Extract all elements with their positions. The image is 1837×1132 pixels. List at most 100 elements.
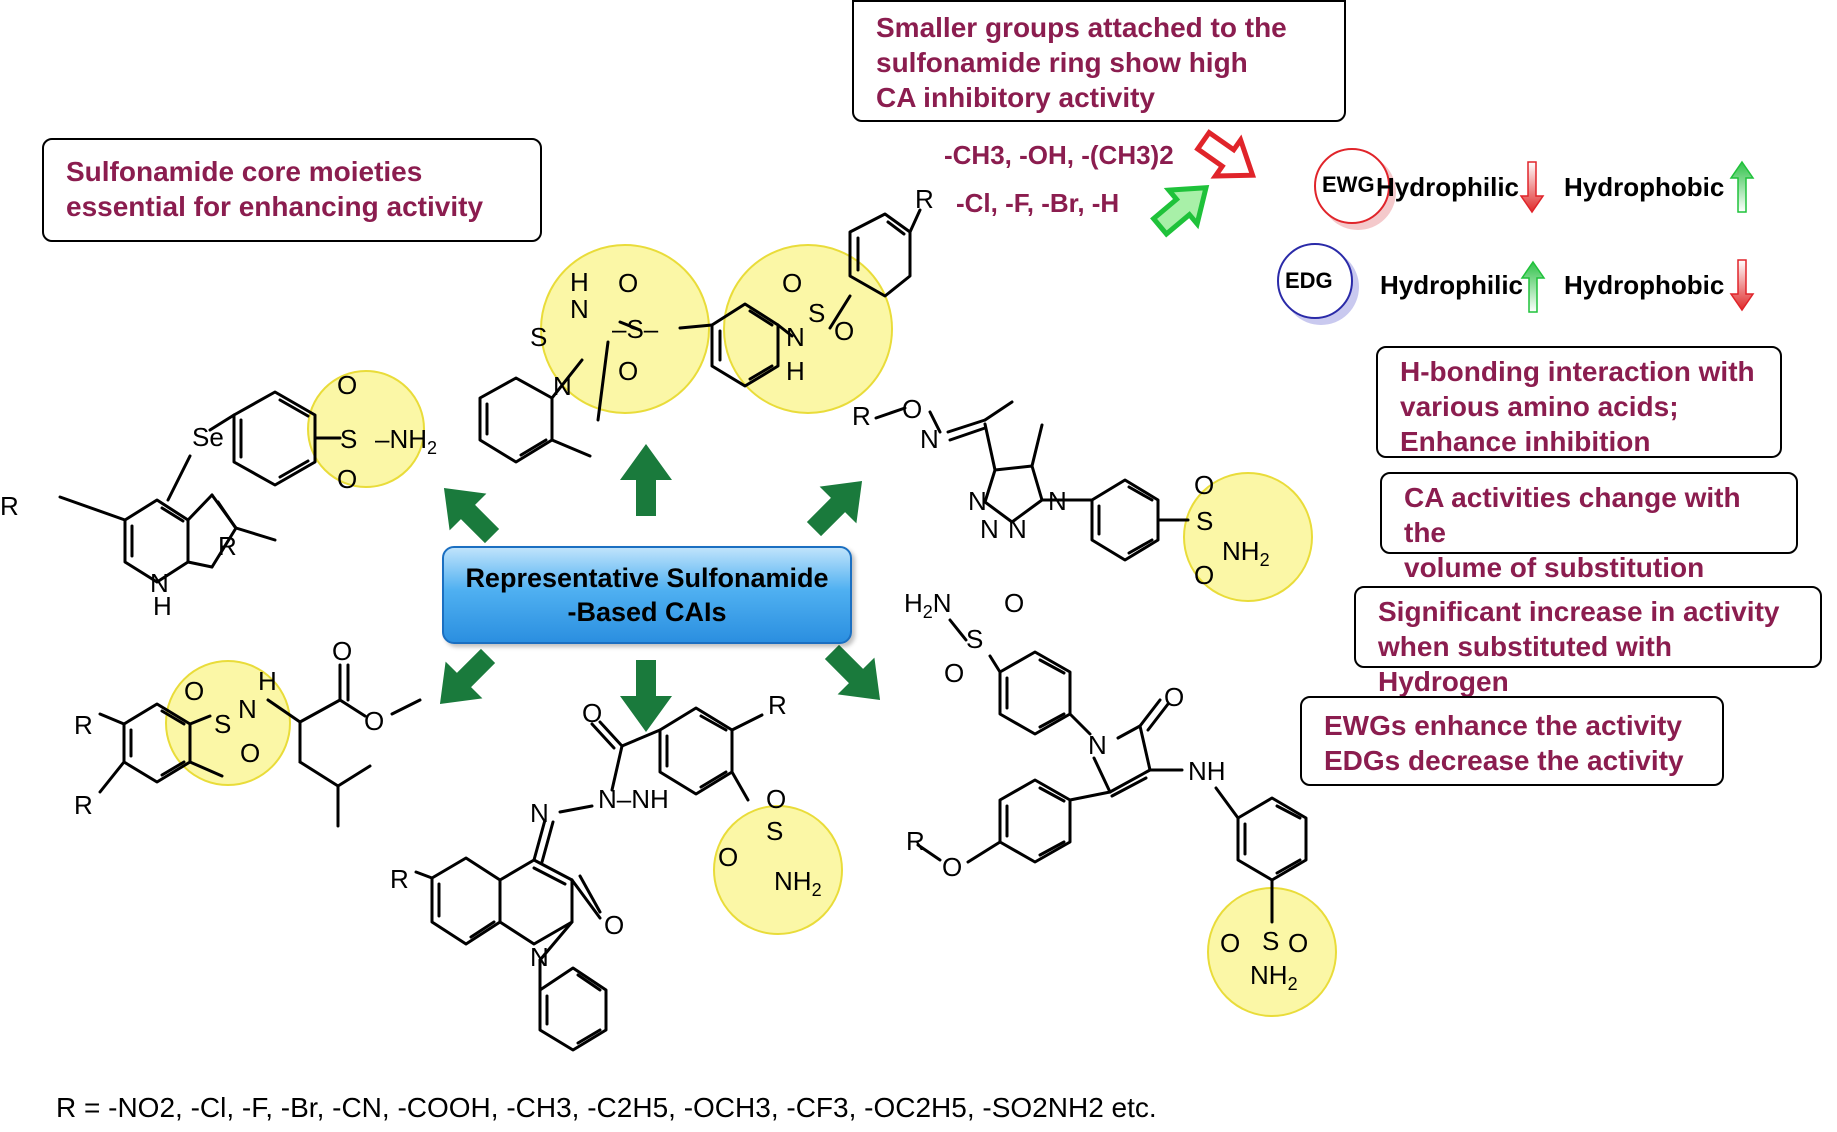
arrow-up-left: [443, 487, 500, 544]
note-line: essential for enhancing activity: [66, 191, 484, 222]
atom-h: H: [153, 591, 172, 621]
atom-o: O: [337, 464, 357, 494]
arrow-up: [620, 444, 672, 516]
edg-hydrophobic-label: Hydrophobic: [1564, 270, 1725, 300]
atom-r: R: [74, 710, 93, 740]
note-line: when substituted with Hydrogen: [1378, 631, 1672, 697]
note-line: H-bonding interaction with: [1400, 356, 1755, 387]
red-hollow-arrow: [1194, 129, 1257, 179]
atom-o: O: [332, 636, 352, 666]
arrow-down-left: [439, 648, 496, 705]
green-hollow-arrow: [1150, 184, 1210, 238]
atom-r: R: [915, 184, 934, 214]
structure-isatin-hydrazone: [414, 706, 764, 1052]
atom-n: N: [530, 942, 549, 972]
atom-nh2: –NH2: [375, 424, 437, 458]
atom-n: N: [1048, 486, 1067, 516]
structure-triazole-oxime: [874, 400, 1190, 562]
structure-selenyl-indole: [58, 390, 342, 584]
note-h-bonding: H-bonding interaction with various amino…: [1376, 346, 1782, 458]
ewg-label: EWG: [1322, 172, 1375, 197]
atom-n: N: [1008, 514, 1027, 544]
highlight-circle: [723, 244, 893, 414]
atom-o: O: [1194, 560, 1214, 590]
atom-s: S: [214, 709, 231, 739]
highlight-circle: [1183, 472, 1313, 602]
hydrophilic-up-arrow: [1520, 260, 1546, 313]
atom-n: N: [920, 424, 939, 454]
sulfonamide-highlights: [165, 244, 1337, 1017]
substituents-lower: -Cl, -F, -Br, -H: [956, 188, 1120, 218]
note-ewg-edg: EWGs enhance the activity EDGs decrease …: [1300, 696, 1724, 786]
atom-o: O: [364, 706, 384, 736]
atom-h: H: [786, 356, 805, 386]
atom-s: S: [766, 816, 783, 846]
note-line: CA inhibitory activity: [876, 82, 1156, 113]
atom-n: N: [1088, 730, 1107, 760]
atom-r: R: [906, 826, 925, 856]
atom-o: O: [618, 356, 638, 386]
atom-r: R: [74, 790, 93, 820]
atom-o: O: [766, 784, 786, 814]
ewg-hydrophilic-label: Hydrophilic: [1376, 172, 1520, 202]
atom-o: O: [1220, 928, 1240, 958]
note-line: Enhance inhibition: [1400, 426, 1651, 457]
atom-o: O: [337, 370, 357, 400]
edg-hydrophilic-label: Hydrophilic: [1380, 270, 1524, 300]
atom-n: N: [553, 371, 572, 401]
atom-nh2: H2N: [904, 588, 952, 622]
atom-n: N: [786, 322, 805, 352]
atom-r: R: [218, 531, 237, 561]
note-hydrogen-substitution: Significant increase in activity when su…: [1354, 586, 1822, 697]
atom-o: O: [582, 698, 602, 728]
atom-h: H: [570, 267, 589, 297]
arrow-down-right: [824, 644, 881, 701]
highlight-circle: [713, 805, 843, 935]
note-line: Significant increase in activity: [1378, 596, 1780, 627]
edg-label: EDG: [1285, 268, 1333, 293]
atom-o: O: [184, 676, 204, 706]
atom-nh2: NH2: [774, 866, 822, 900]
highlight-circle: [307, 370, 425, 488]
atom-o: O: [944, 658, 964, 688]
hydrophilic-down-arrow: [1519, 161, 1545, 214]
atom-r: R: [768, 690, 787, 720]
note-line: Smaller groups attached to the: [876, 12, 1287, 43]
atom-n: N: [570, 294, 589, 324]
atom-n: N: [968, 486, 987, 516]
atom-s: S: [530, 322, 547, 352]
atom-r: R: [0, 491, 19, 521]
atom-s: S: [1196, 506, 1213, 536]
direction-arrows: [439, 444, 881, 732]
atom-s: S: [808, 298, 825, 328]
atom-n: N: [238, 694, 257, 724]
note-line: Sulfonamide core moieties: [66, 156, 423, 187]
note-smaller-groups: Smaller groups attached to the sulfonami…: [852, 0, 1346, 122]
atom-h: H: [258, 666, 277, 696]
atom-o: O: [1004, 588, 1024, 618]
atom-o: O: [618, 268, 638, 298]
substituents-upper: -CH3, -OH, -(CH3)2: [944, 140, 1174, 170]
note-line: CA activities change with the: [1404, 482, 1741, 548]
note-sulfonamide-core: Sulfonamide core moieties essential for …: [42, 138, 542, 242]
structure-pyrrolone-sulfonamide: [916, 618, 1308, 924]
center-label-line: -Based CAIs: [567, 597, 727, 627]
footnote-r-groups: R = -NO2, -Cl, -F, -Br, -CN, -COOH, -CH3…: [56, 1092, 1157, 1123]
arrow-up-right: [806, 480, 863, 537]
atom-o: O: [834, 316, 854, 346]
atom-o: O: [902, 394, 922, 424]
ewg-hydrophobic-label: Hydrophobic: [1564, 172, 1725, 202]
atom-nh: NH: [1188, 756, 1226, 786]
atom-n: N: [980, 514, 999, 544]
atom-nh: N: [150, 568, 169, 598]
atom-s: –S–: [612, 314, 659, 344]
atom-s: S: [966, 624, 983, 654]
atom-s: S: [1262, 926, 1279, 956]
note-line: volume of substitution: [1404, 552, 1705, 583]
atom-o: O: [604, 910, 624, 940]
highlight-circle: [540, 244, 710, 414]
atom-o: O: [718, 842, 738, 872]
atom-s: S: [340, 424, 357, 454]
hydrophobic-up-arrow: [1729, 160, 1755, 213]
